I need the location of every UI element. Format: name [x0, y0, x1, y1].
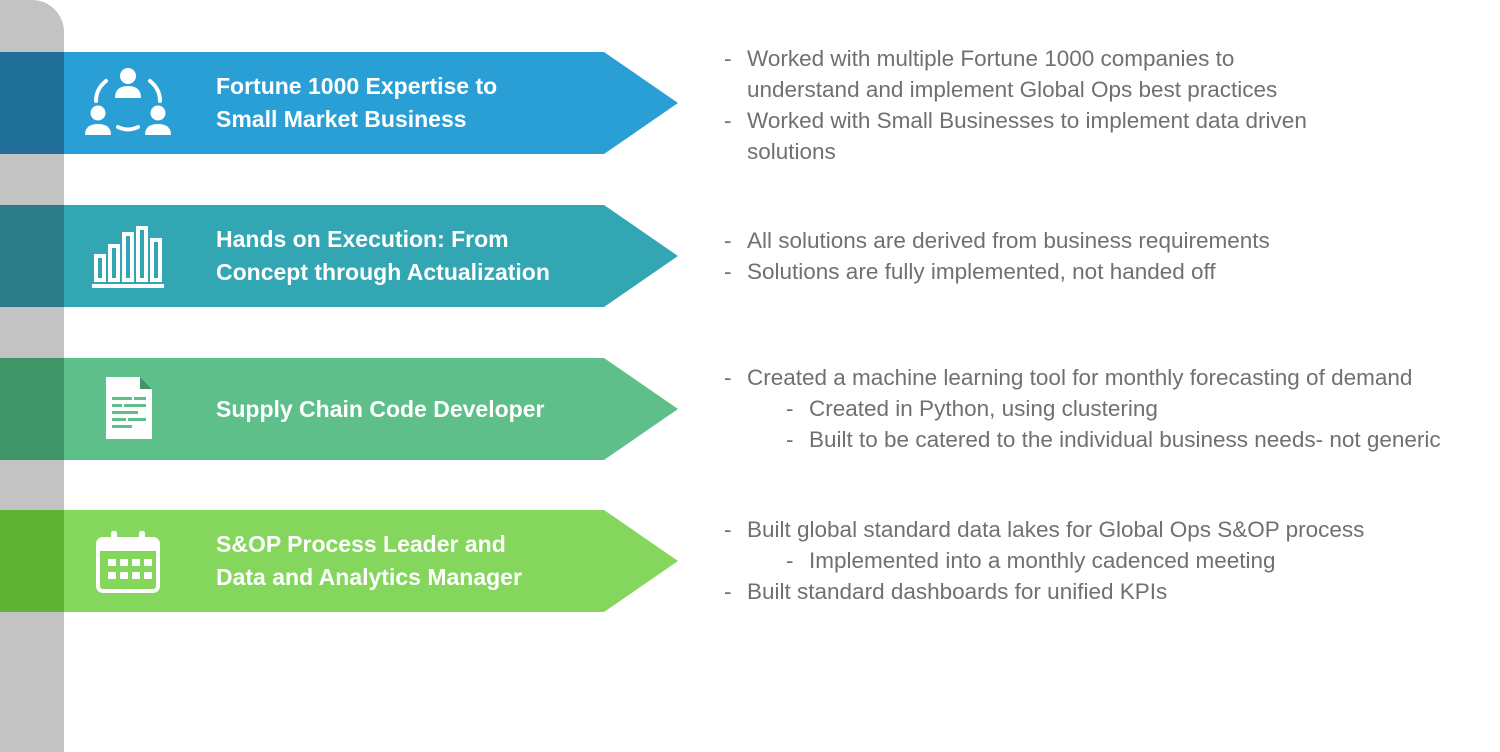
timeline-marker — [0, 52, 64, 154]
bullet-item: All solutions are derived from business … — [722, 225, 1492, 256]
timeline-marker — [0, 358, 64, 460]
bullet-list-code-developer: Created a machine learning tool for mont… — [722, 362, 1492, 455]
timeline-marker — [0, 510, 64, 612]
arrow-banner-hands-on-execution: Hands on Execution: From Concept through… — [0, 205, 678, 307]
document-icon — [84, 369, 172, 449]
arrow-banner-fortune-expertise: Fortune 1000 Expertise to Small Market B… — [0, 52, 678, 154]
bullet-list-sop-leader: Built global standard data lakes for Glo… — [722, 514, 1492, 607]
bar-chart-icon — [84, 216, 172, 296]
bullet-item: Solutions are fully implemented, not han… — [722, 256, 1492, 287]
row-title: S&OP Process Leader and Data and Analyti… — [216, 531, 522, 590]
arrow-banner-sop-leader: S&OP Process Leader and Data and Analyti… — [0, 510, 678, 612]
row-title: Hands on Execution: From Concept through… — [216, 226, 550, 285]
sub-bullet-item: Built to be catered to the individual bu… — [784, 424, 1492, 455]
row-title: Fortune 1000 Expertise to Small Market B… — [216, 73, 498, 132]
timeline-marker — [0, 205, 64, 307]
bullet-item: Built standard dashboards for unified KP… — [722, 576, 1492, 607]
team-icon — [84, 63, 172, 143]
sub-bullet-item: Implemented into a monthly cadenced meet… — [784, 545, 1492, 576]
bullet-item: Worked with Small Businesses to implemen… — [722, 105, 1332, 167]
bullet-item: Created a machine learning tool for mont… — [722, 362, 1492, 393]
sub-bullet-item: Created in Python, using clustering — [784, 393, 1492, 424]
bullet-item: Built global standard data lakes for Glo… — [722, 514, 1492, 545]
arrow-banner-code-developer: Supply Chain Code Developer — [0, 358, 678, 460]
calendar-icon — [84, 521, 172, 601]
bullet-list-fortune-expertise: Worked with multiple Fortune 1000 compan… — [722, 43, 1332, 167]
bullet-list-hands-on-execution: All solutions are derived from business … — [722, 225, 1492, 287]
bullet-item: Worked with multiple Fortune 1000 compan… — [722, 43, 1332, 105]
row-title: Supply Chain Code Developer — [216, 395, 545, 422]
